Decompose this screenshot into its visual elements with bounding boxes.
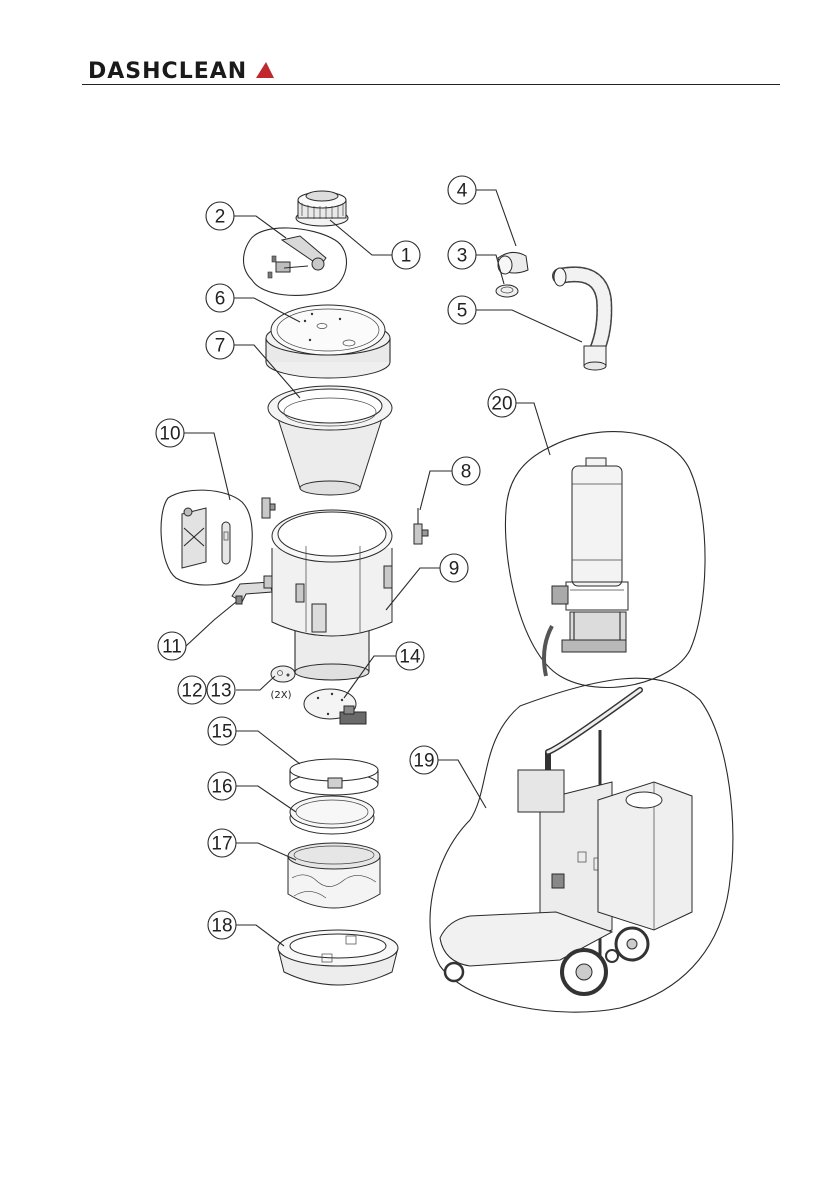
part-5-hose — [554, 268, 606, 370]
svg-text:4: 4 — [457, 181, 468, 202]
quantity-note: (2X) — [270, 690, 291, 701]
callout-2: 2 — [206, 202, 234, 230]
callout-9: 9 — [440, 554, 468, 582]
part-17-filter-bag — [288, 843, 380, 908]
part-14-plate — [304, 689, 366, 724]
part-15-band — [290, 759, 378, 795]
part-19-cart-bubble — [430, 678, 733, 1012]
callout-17: 17 — [208, 829, 236, 857]
svg-text:13: 13 — [210, 681, 231, 702]
part-2-detail-bubble — [244, 228, 347, 295]
callout-12: 12 — [178, 676, 206, 704]
part-3-ring — [496, 285, 518, 297]
part-7-filter-cone — [268, 386, 392, 495]
svg-text:17: 17 — [211, 834, 232, 855]
svg-text:9: 9 — [449, 559, 460, 580]
svg-text:7: 7 — [215, 336, 226, 357]
part-6-lid — [266, 305, 390, 378]
part-20-collector-bubble — [505, 432, 705, 688]
svg-text:1: 1 — [401, 246, 412, 267]
part-18-base-ring — [278, 930, 398, 985]
svg-text:11: 11 — [162, 637, 182, 658]
svg-text:20: 20 — [491, 394, 512, 415]
svg-text:19: 19 — [413, 751, 434, 772]
callout-10: 10 — [156, 419, 184, 447]
callout-18: 18 — [208, 911, 236, 939]
callout-4: 4 — [448, 176, 476, 204]
callout-16: 16 — [208, 772, 236, 800]
svg-text:16: 16 — [211, 777, 232, 798]
callout-8: 8 — [452, 457, 480, 485]
callout-15: 15 — [208, 717, 236, 745]
callout-6: 6 — [206, 284, 234, 312]
svg-text:2: 2 — [215, 207, 226, 228]
callout-14: 14 — [396, 642, 424, 670]
svg-text:18: 18 — [211, 916, 232, 937]
callout-1: 1 — [392, 241, 420, 269]
svg-text:10: 10 — [159, 424, 180, 445]
part-9-canister — [272, 510, 392, 680]
callout-19: 19 — [410, 746, 438, 774]
part-11-handle — [232, 576, 272, 604]
svg-text:6: 6 — [215, 289, 226, 310]
callout-20: 20 — [488, 389, 516, 417]
part-8-latch-left — [262, 498, 275, 518]
callout-11: 11 — [158, 632, 186, 660]
svg-text:8: 8 — [461, 462, 472, 483]
svg-text:3: 3 — [457, 246, 468, 267]
callout-13: 13 — [207, 676, 235, 704]
part-12-13-plate — [271, 666, 295, 682]
callout-3: 3 — [448, 241, 476, 269]
callout-7: 7 — [206, 331, 234, 359]
part-8-latch — [414, 508, 428, 544]
part-4-elbow — [498, 252, 528, 274]
part-1-knob — [296, 191, 348, 226]
svg-text:5: 5 — [457, 301, 468, 322]
svg-text:12: 12 — [181, 681, 202, 702]
svg-text:15: 15 — [211, 722, 232, 743]
svg-text:14: 14 — [399, 647, 421, 668]
part-10-detail-bubble — [161, 490, 252, 585]
part-16-ring — [290, 796, 374, 834]
callout-5: 5 — [448, 296, 476, 324]
